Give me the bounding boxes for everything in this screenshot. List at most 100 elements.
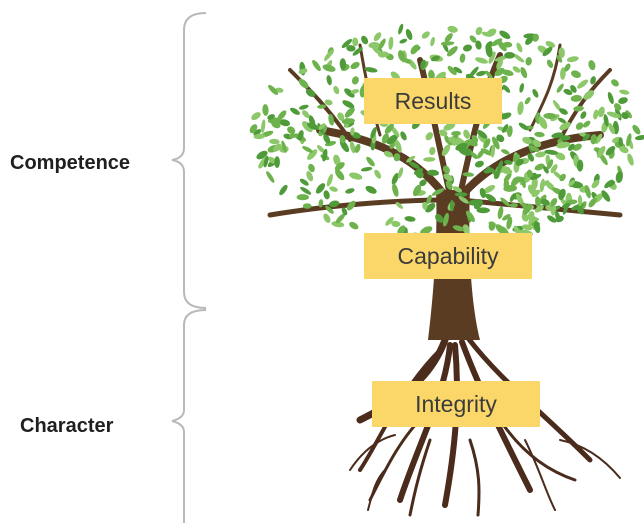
leaf [563,88,573,96]
leaf [425,132,434,141]
leaf [483,185,496,194]
leaf [564,63,571,72]
leaf [344,88,355,98]
leaf [393,153,401,162]
leaf [591,179,600,189]
leaf [491,136,500,150]
leaf [552,100,562,112]
leaf [496,59,503,70]
leaf [444,135,450,144]
leaf [476,129,488,139]
leaf [518,122,529,131]
leaf [522,203,532,215]
leaf [352,47,363,56]
leaf [483,138,491,149]
capability-label-box: Capability [364,233,532,279]
leaf [302,146,313,153]
leaf [271,120,281,129]
leaf [266,171,275,183]
leaf [481,31,491,37]
leaf [568,143,575,151]
leaf [559,121,571,131]
leaf [378,38,386,51]
leaf [261,119,266,134]
leaf [431,188,445,196]
leaf [351,76,359,85]
leaf [287,126,296,134]
leaf [527,153,535,162]
leaf [430,55,440,62]
leaf [485,193,497,202]
leaf [429,146,436,156]
leaf [534,163,545,171]
leaf [397,225,406,235]
leaf [593,109,599,120]
leaf [326,75,332,86]
leaf [566,56,579,63]
leaf [475,40,482,50]
leaf [497,40,507,52]
leaf [462,172,475,177]
leaf [451,130,461,137]
leaf [400,131,407,141]
leaf [496,134,505,143]
leaf [469,35,477,43]
leaf [555,152,566,161]
leaf [513,53,525,63]
leaf [471,135,479,143]
leaf [462,44,473,52]
leaf [445,180,453,190]
leaf [570,94,582,102]
leaf [344,107,355,118]
leaf [302,110,310,118]
leaf [576,159,584,172]
leaf [442,212,449,227]
competence-label: Competence [10,152,131,174]
leaf [590,76,596,85]
leaf [341,207,348,216]
leaf [419,179,427,187]
leaf [341,38,353,49]
leaf [532,88,539,98]
leaf [341,118,355,125]
leaf [316,145,325,153]
leaf [422,201,428,210]
leaf [533,220,541,234]
leaf [475,57,488,64]
leaf [596,145,606,158]
leaf [625,110,632,119]
leaf [618,97,628,104]
leaf [606,181,616,187]
leaf [556,141,571,149]
leaf [335,213,345,224]
character-bracket [171,309,207,523]
leaf [388,36,394,50]
leaf [634,135,644,141]
leaf [611,79,619,87]
leaf [290,107,300,115]
leaf [502,124,509,133]
leaf [251,112,261,121]
leaf [447,65,457,76]
leaf [402,58,412,64]
leaf [619,89,630,95]
leaf [298,68,308,74]
leaf [494,67,505,77]
leaf [556,83,564,93]
leaf [543,112,557,120]
leaf [538,116,548,130]
leaf [420,226,433,235]
leaf [454,192,468,197]
leaf [398,23,404,35]
leaf [281,140,287,153]
leaf [352,37,359,47]
leaf [342,100,355,109]
leaf [449,199,455,212]
leaf [442,165,450,174]
leaf [300,186,312,195]
leaf [391,220,401,228]
leaf [462,224,470,234]
leaf [323,190,330,200]
leaf [485,70,494,80]
leaf [337,112,345,121]
